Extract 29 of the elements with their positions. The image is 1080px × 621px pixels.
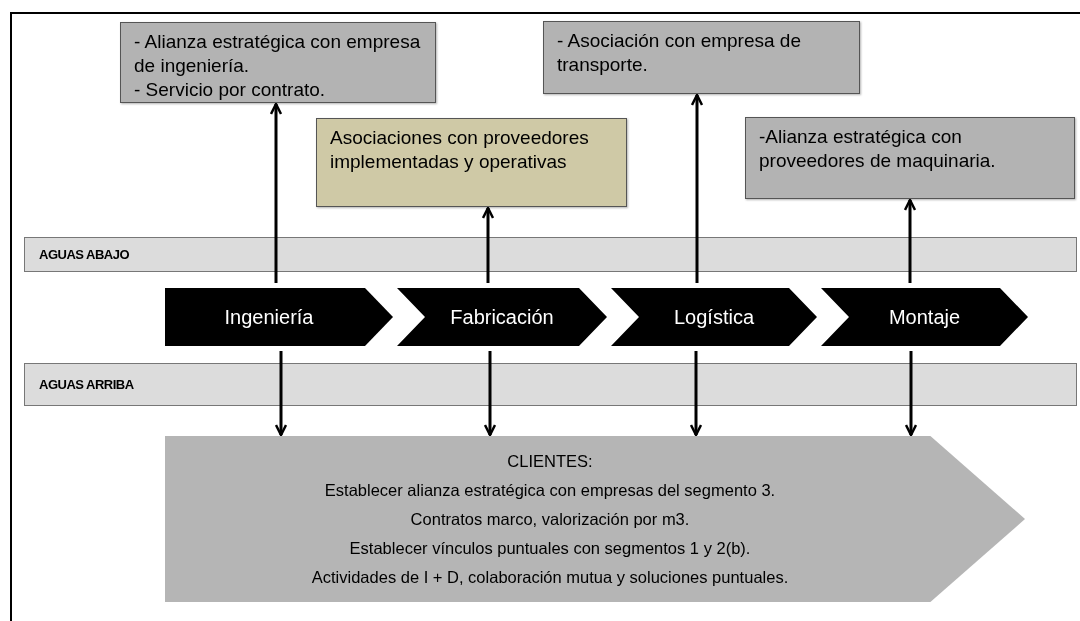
arrow [689, 351, 703, 437]
band-label: AGUAS ABAJO [39, 245, 130, 264]
node-text: Fabricación [450, 305, 554, 330]
arrow [690, 93, 704, 283]
node-text: Establecer alianza estratégica con empresas del segmento 3. [324, 479, 776, 501]
node-text: Contratos marco, valorización por m3. [410, 508, 690, 530]
node-text: - Asociación con empresa de transporte. [557, 29, 802, 77]
node-text: -Alianza estratégica con proveedores de maquinaria. [759, 125, 997, 173]
node-text: Actividades de I + D, colaboración mutua y soluciones puntuales. [311, 566, 789, 588]
node-text: Logística [673, 305, 755, 330]
arrow [481, 206, 495, 283]
note-box [120, 22, 436, 103]
arrow [903, 198, 917, 283]
node-text: Ingeniería [224, 305, 314, 330]
node-text: CLIENTES: [507, 450, 593, 472]
node-text: Asociaciones con proveedores implementadas y operativas [330, 126, 590, 174]
note-box [745, 117, 1075, 199]
arrow [274, 351, 288, 437]
node-text: - Alianza estratégica con empresa de ingeniería. [134, 30, 422, 78]
note-box [316, 118, 627, 207]
arrow [483, 351, 497, 437]
node-text: - Servicio por contrato. [134, 78, 327, 102]
node-text: Establecer vínculos puntuales con segmentos 1 y 2(b). [349, 537, 751, 559]
note-box [543, 21, 860, 94]
arrow [269, 102, 283, 283]
band-label: AGUAS ARRIBA [39, 375, 134, 394]
node-text: Montaje [888, 305, 961, 330]
chevron-step [165, 288, 393, 346]
arrow [904, 351, 918, 437]
